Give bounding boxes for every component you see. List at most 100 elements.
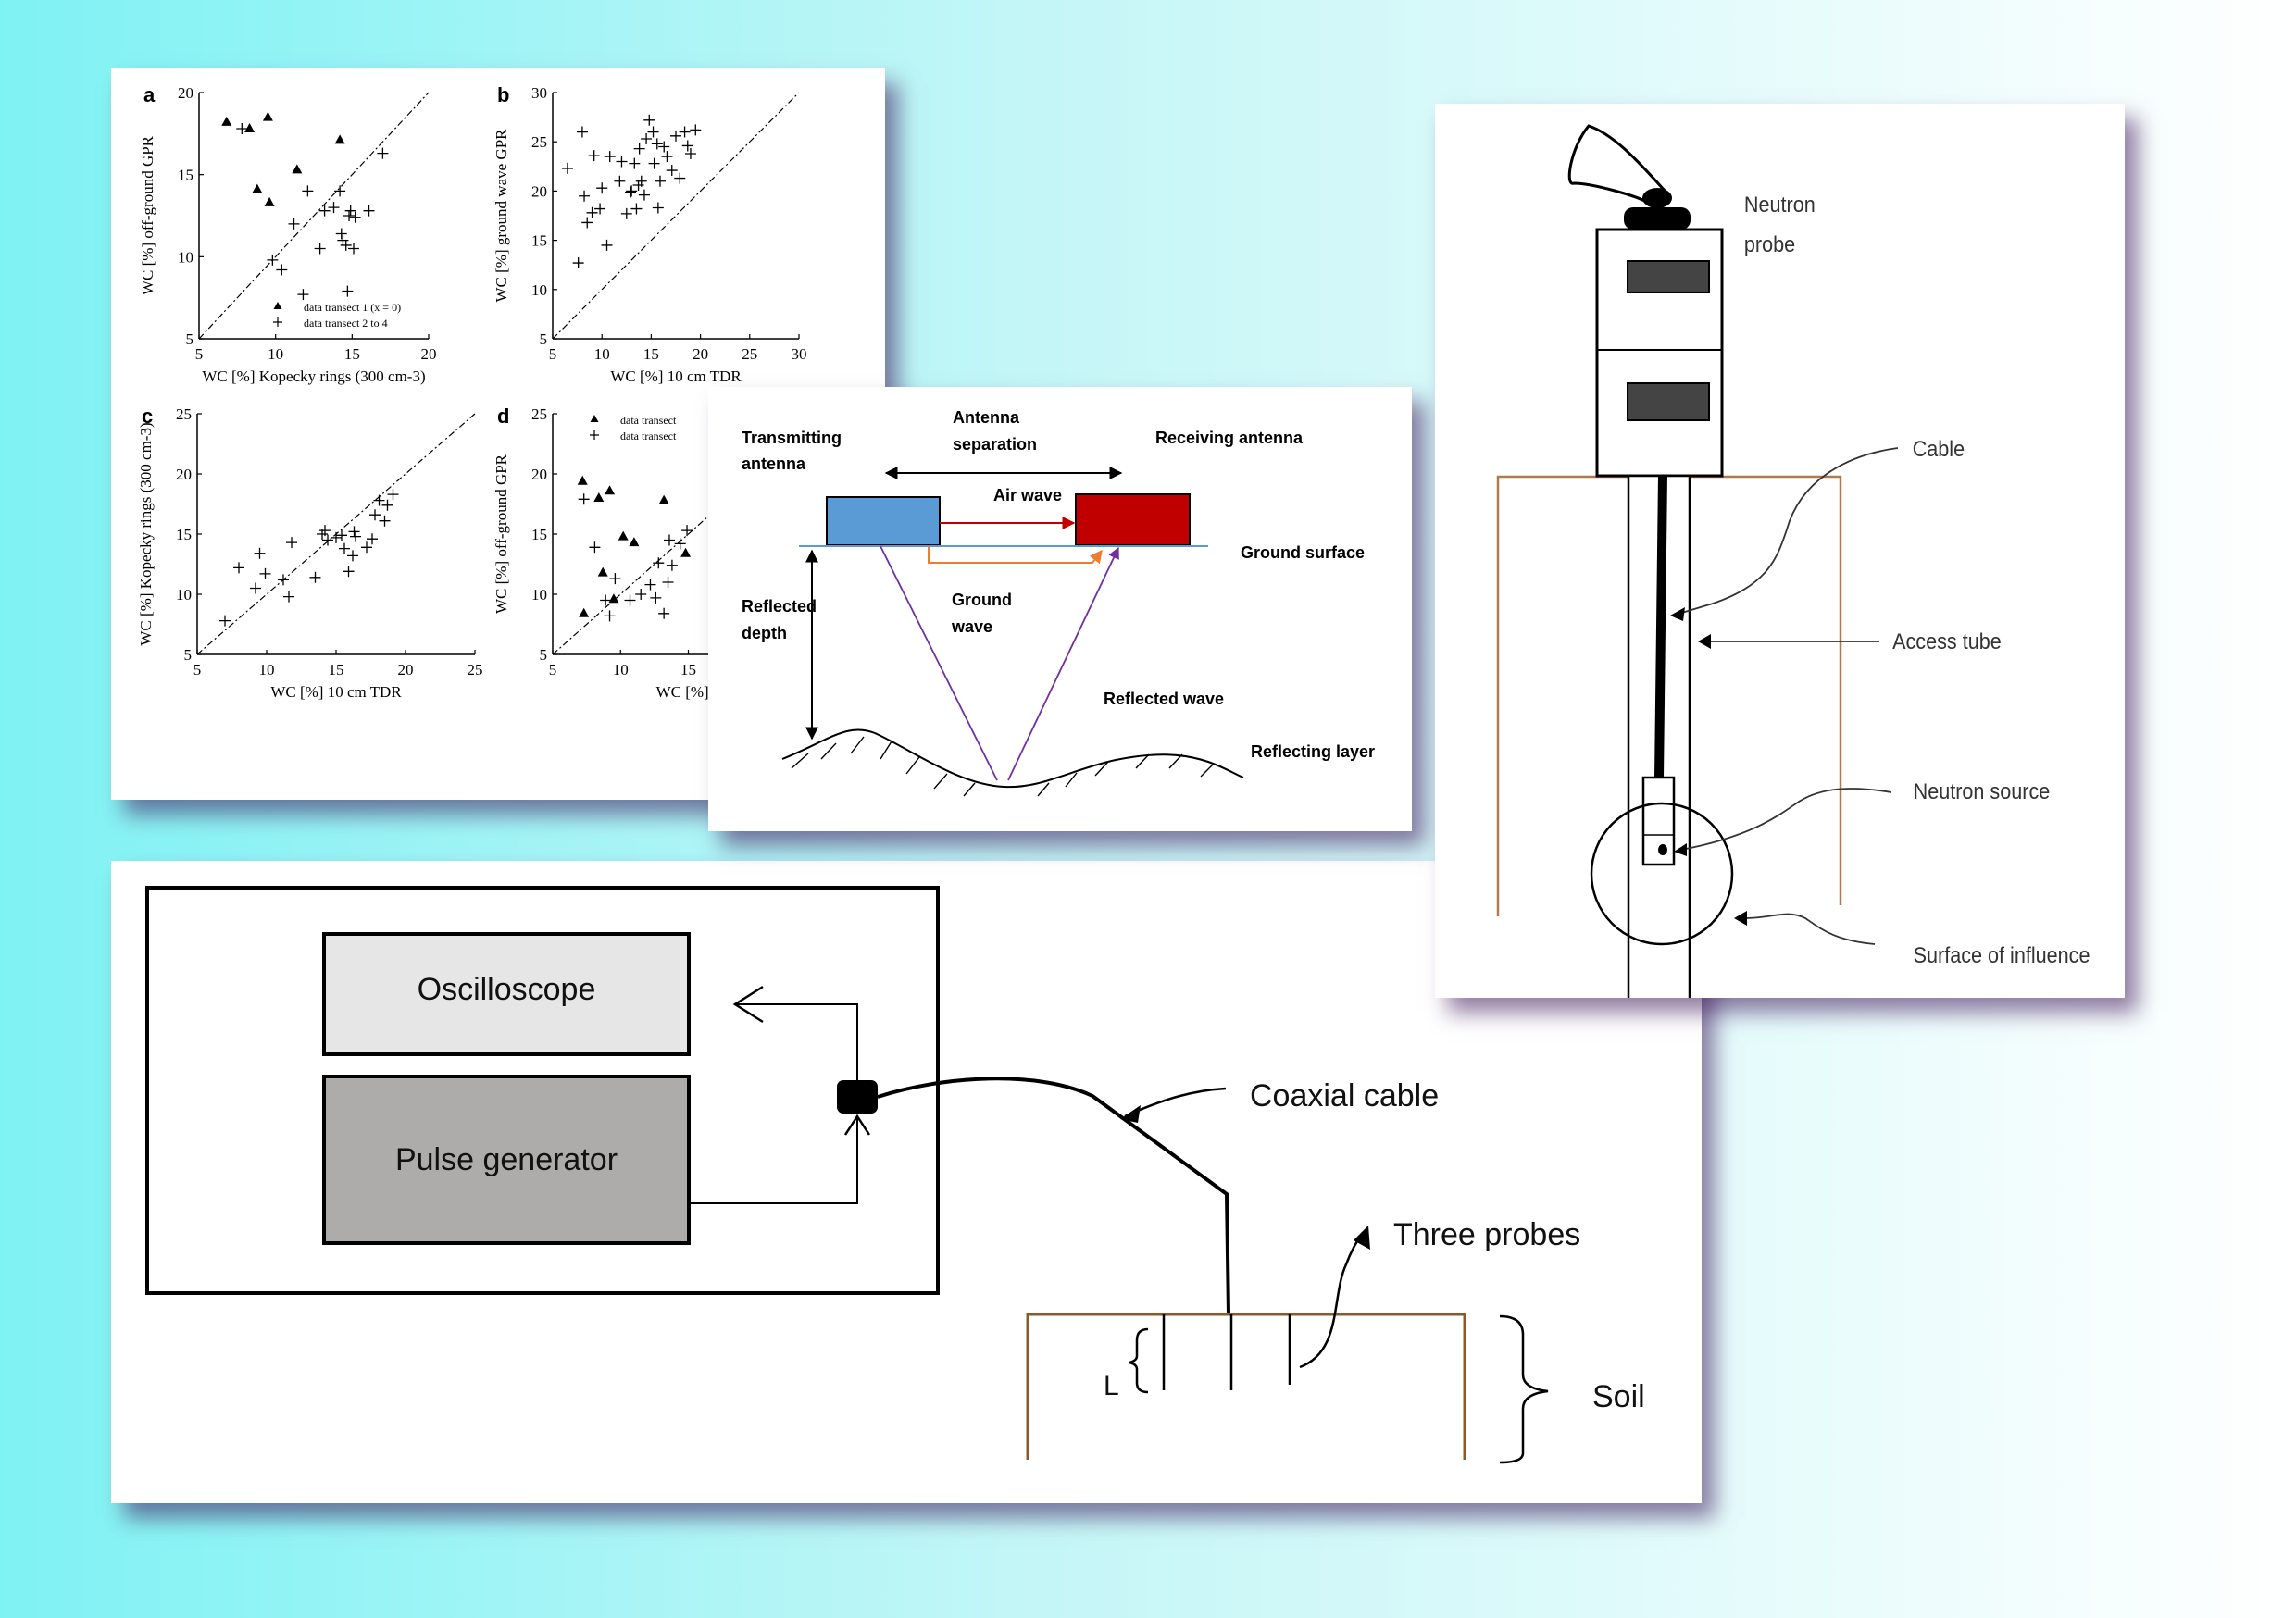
cable-pointer <box>1675 447 1899 616</box>
panel-c-cross-point <box>350 530 361 542</box>
tdr-diagram-svg: Oscilloscope Pulse generator Coaxial cab… <box>145 886 1645 1464</box>
panel-d-legend-label-2: data transect <box>620 429 677 442</box>
neutron-source-pointer-head <box>1674 843 1687 856</box>
panel-a-y-tick-label: 20 <box>178 84 193 102</box>
reflected-depth-line-2: depth <box>742 624 787 642</box>
panel-b-cross-point <box>648 157 660 169</box>
panel-b-cross-point <box>596 182 608 194</box>
panel-a-letter: a <box>144 83 156 106</box>
panel-b-x-tick-label: 10 <box>594 345 610 363</box>
panel-b-cross-point <box>661 151 673 163</box>
coaxial-cable-label: Coaxial cable <box>1250 1078 1439 1114</box>
panel-d-cross-point <box>666 559 678 571</box>
panel-c-cross-point <box>278 574 289 586</box>
pulse-to-connector-line <box>689 1116 858 1204</box>
three-probes-pointer <box>1299 1232 1365 1369</box>
panel-b-cross-point <box>633 143 645 155</box>
panel-c-cross-point <box>331 531 342 543</box>
three-probes-pointer-head <box>1354 1226 1370 1250</box>
panel-b-cross-point <box>572 257 584 269</box>
oscilloscope-arrow-head <box>732 985 764 1024</box>
surface-of-influence-label: Surface of influence <box>1914 942 2090 967</box>
gpr-diagram-svg: Transmitting antenna Antenna separation … <box>742 408 1375 797</box>
probe-cap-bottom <box>1624 207 1691 230</box>
panel-b-letter: b <box>497 83 509 106</box>
panel-b-cross-point <box>690 124 702 136</box>
panel-c-x-axis-label: WC [%] 10 cm TDR <box>270 683 402 701</box>
panel-d-letter: d <box>497 404 509 428</box>
panel-b-cross-point <box>576 126 588 138</box>
panel-c-cross-point <box>219 615 231 627</box>
panel-b-cross-point <box>679 126 691 138</box>
panel-a-legend-cross <box>273 317 282 327</box>
panel-d-cross-point <box>663 534 675 546</box>
panel-b-x-axis-label: WC [%] 10 cm TDR <box>610 367 742 385</box>
gpr-diagram: Transmitting antenna Antenna separation … <box>708 387 1412 831</box>
panel-b-y-tick-label: 10 <box>531 281 547 299</box>
panel-c-cross-point <box>361 541 372 554</box>
probe-cap-top <box>1642 188 1672 208</box>
neutron-probe-line-1: Neutron <box>1744 192 1816 217</box>
length-label: L <box>1104 1371 1119 1401</box>
panel-d-legend-cross <box>590 430 599 440</box>
panel-b-cross-point <box>626 185 638 197</box>
panel-a-triangle-point <box>334 134 345 144</box>
panel-d-cross-point <box>600 594 612 606</box>
panel-b-cross-point <box>588 150 600 162</box>
panel-a-one-to-one-line <box>198 92 430 340</box>
panel-d-cross-point <box>624 594 636 606</box>
ground-wave-arrow <box>928 547 1103 565</box>
oscilloscope-box <box>322 932 691 1056</box>
panel-d-cross-point <box>658 607 670 619</box>
panel-d-legend-triangle <box>590 415 599 422</box>
pulse-generator-label: Pulse generator <box>395 1142 618 1177</box>
panel-c-cross-point <box>367 533 378 545</box>
panel-d-triangle-point <box>605 485 616 495</box>
cable-connector <box>837 1080 878 1114</box>
panel-c-y-tick-label: 5 <box>184 646 193 664</box>
panel-c-letter: c <box>142 404 153 428</box>
panel-a-cross-point <box>318 205 331 217</box>
probe-display-top <box>1627 260 1710 293</box>
panel-b-cross-point <box>638 189 650 201</box>
panel-d-cross-point <box>609 573 621 585</box>
panel-c-cross-point <box>286 537 297 549</box>
panel-c-x-tick-label: 25 <box>468 661 483 678</box>
panel-d-triangle-point <box>680 547 692 557</box>
ground-wave-line-2: wave <box>951 617 992 636</box>
panel-b-y-tick-label: 20 <box>531 182 547 200</box>
panel-d-y-tick-label: 10 <box>531 586 547 604</box>
reflecting-layer-curve <box>781 728 1244 789</box>
panel-d-cross-point <box>653 557 665 569</box>
panel-a-cross-point <box>314 243 326 255</box>
panel-a-cross-point <box>267 254 279 266</box>
panel-c-y-tick-label: 20 <box>176 466 192 483</box>
panel-a-cross-point <box>334 185 346 197</box>
panel-a-cross-point <box>363 205 375 217</box>
panel-d-triangle-point <box>658 494 669 504</box>
panel-b-cross-point <box>641 133 653 145</box>
receiver-antenna <box>1075 493 1191 546</box>
panel-b-y-tick-label: 30 <box>531 84 547 102</box>
ground-wave-label: Ground wave <box>951 591 1017 636</box>
panel-b-cross-point <box>629 157 641 169</box>
air-wave-label: Air wave <box>993 486 1062 504</box>
panel-d-triangle-point <box>577 475 588 485</box>
panel-b-y-tick-label: 25 <box>531 133 547 151</box>
panel-b-cross-point <box>561 162 573 174</box>
panel-d-cross-point <box>681 525 693 537</box>
panel-b-cross-point <box>651 138 663 150</box>
connector-arrow-head <box>843 1114 871 1136</box>
panel-b-cross-point <box>658 141 670 153</box>
pulse-generator-box <box>322 1075 691 1245</box>
neutron-probe-diagram: Neutron probe Cable Access tube Neutron … <box>1435 104 2125 998</box>
panel-a-y-axis-label: WC [%] off-ground GPR <box>139 135 156 295</box>
panel-a-triangle-point <box>292 164 303 174</box>
panel-d-cross-point <box>635 589 647 600</box>
surface-of-influence-circle <box>1590 802 1734 946</box>
panel-b-x-tick-label: 30 <box>792 345 807 363</box>
panel-a-cross-point <box>377 147 389 159</box>
panel-c-cross-point <box>381 499 393 511</box>
panel-d-y-tick-label: 15 <box>531 526 547 543</box>
panel-d-legend-label-1: data transect <box>620 414 677 427</box>
